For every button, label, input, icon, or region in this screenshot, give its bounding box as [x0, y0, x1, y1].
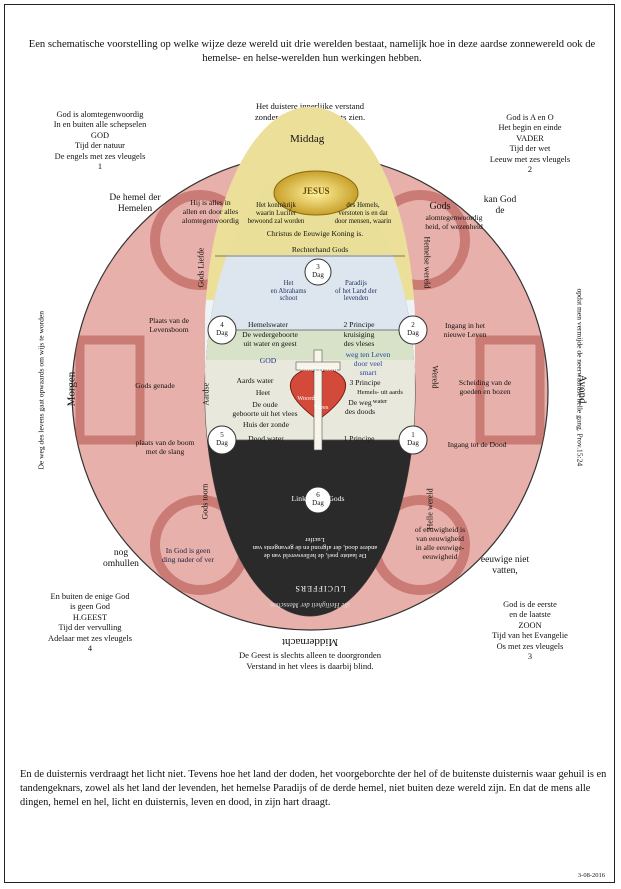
doodwater-label: Dood water [248, 434, 284, 443]
aards-water-label: Aards water [236, 376, 274, 385]
dag5-circle [207, 425, 237, 455]
woord-inner: Woord [297, 395, 315, 402]
gods-label: Gods [429, 201, 451, 212]
hemelse-wereld: Hemelse wereld [422, 236, 432, 289]
outro-text: En de duisternis verdraagt het licht nie… [20, 769, 607, 808]
hemelswater-label: Hemelswater [247, 320, 289, 329]
vlees-label: Vlees [313, 404, 329, 411]
compass-north: Middag [290, 133, 325, 145]
right-vertical-text: opdat men vermijde de neerwaardse helle … [575, 288, 585, 467]
helle-wereld: Helle wereld [425, 488, 435, 530]
gods-toorn: Gods toorn [200, 483, 210, 520]
god-persoon-label: God Persoon [300, 365, 338, 373]
dag4-circle [207, 315, 237, 345]
dag6-circle [304, 486, 332, 514]
compass-south: Middernacht [282, 636, 339, 648]
principe2-label: 2 Principe [343, 320, 375, 329]
date-label: 3-08-2016 [577, 872, 605, 879]
dag3-circle [304, 258, 332, 286]
jesus-label: JESUS [302, 186, 330, 196]
god-label: GOD [259, 356, 277, 365]
heilige-label: die Heiligheit der Menschen [270, 601, 350, 609]
gods-genade: Gods genade [135, 381, 175, 390]
gods-liefde: Gods Liefde [196, 247, 206, 288]
compass-west: Morgen [65, 371, 78, 407]
intro-text: Een schematische voorstelling op welke w… [28, 39, 596, 64]
cross-vertical [313, 349, 323, 451]
sun [273, 170, 359, 216]
left-vertical-text: De weg des levens gaat opwaards om wijs … [36, 311, 46, 470]
page-border [4, 4, 615, 883]
heet-label: Heet [255, 388, 271, 397]
hemels-aards-label: Hemels- uit aards water [357, 389, 403, 405]
cross-horizontal [295, 361, 341, 371]
dag1-circle [398, 425, 428, 455]
huis-zonde-label: Huis der zonde [243, 420, 289, 429]
luciffers-label: LUCIFFERS [294, 584, 346, 593]
bottom-center-text: De Geest is slechts alleen te doorgronde… [238, 650, 382, 671]
ring-left: Aardse [201, 382, 211, 406]
ingang-dood: Ingang tot de Dood [447, 440, 507, 449]
ring-right: Wereld [430, 365, 440, 389]
principe3-label: 3 Principe [349, 378, 381, 387]
linkerhand-label: Linkerhand Gods [291, 494, 345, 503]
rechterhand-label: Rechterhand Gods [291, 245, 349, 254]
dag2-circle [398, 315, 428, 345]
christus-label: Christus de Eeuwige Koning is. [266, 229, 364, 238]
principe1-label: 1 Principe [343, 434, 375, 443]
